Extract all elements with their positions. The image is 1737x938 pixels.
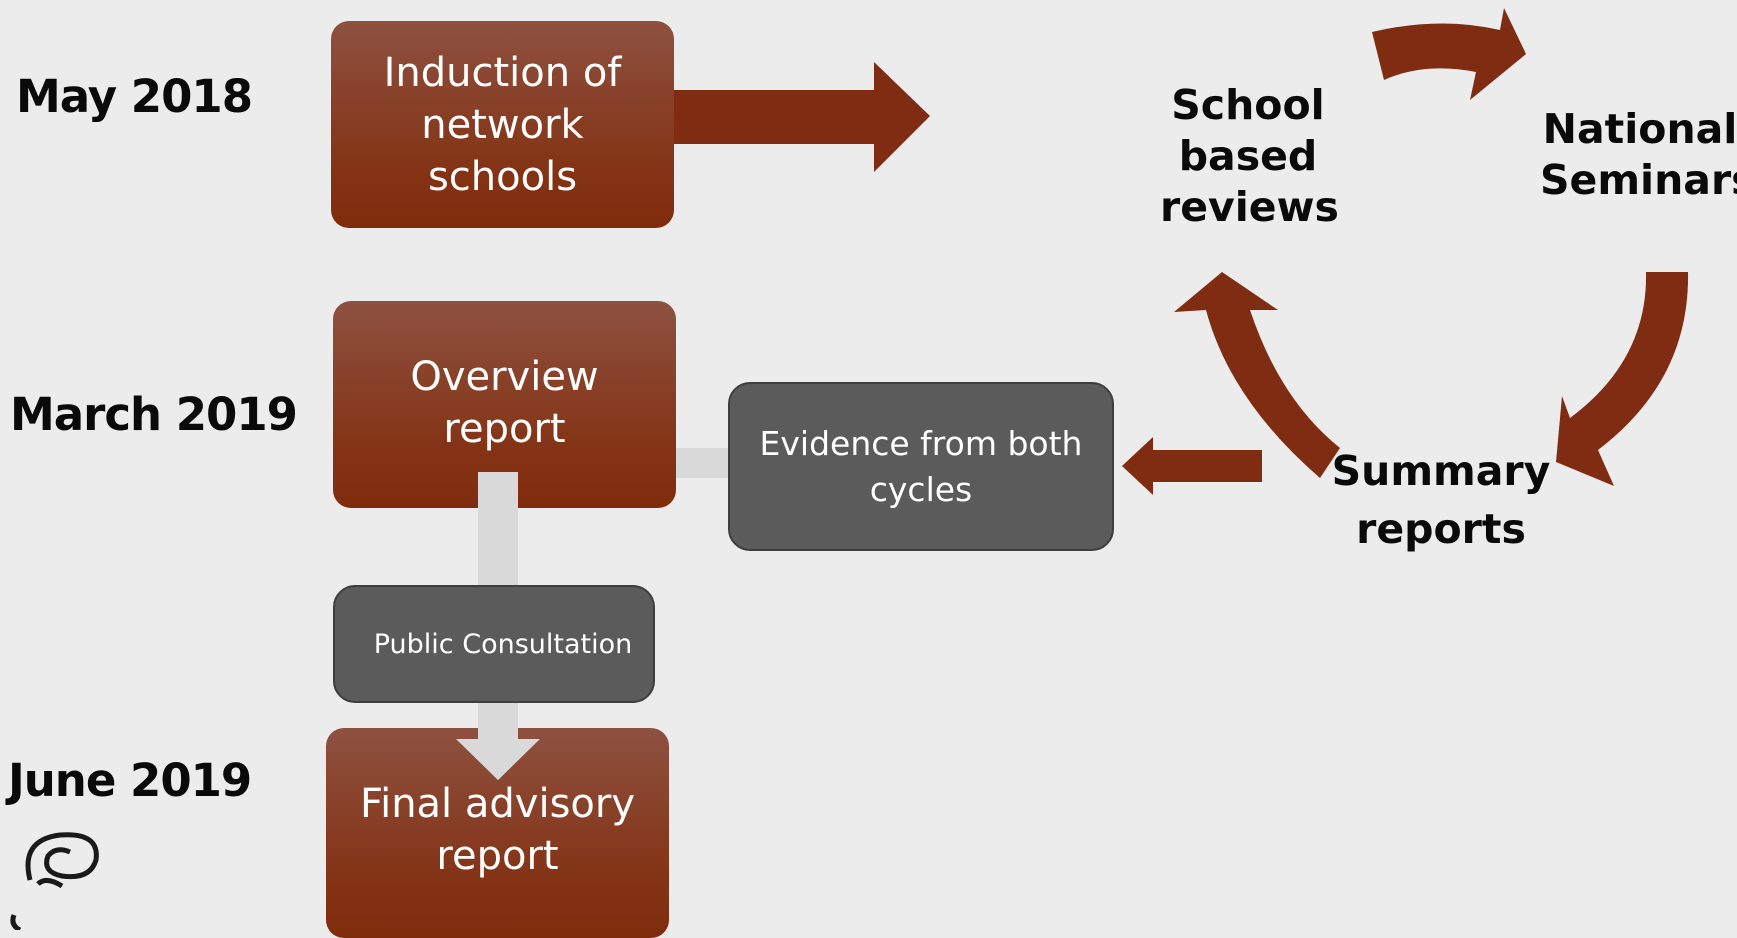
overview-report-box: Overview report xyxy=(333,301,676,508)
national-seminars-label: National Seminars xyxy=(1540,105,1737,204)
induction-label: Induction of network schools xyxy=(383,49,622,200)
final-advisory-report-box: Final advisory report xyxy=(326,728,669,938)
final-advisory-report-label: Final advisory report xyxy=(359,781,636,879)
date-june-2019: June 2019 xyxy=(8,754,252,807)
evidence-box: Evidence from both cycles xyxy=(728,382,1114,551)
evidence-label: Evidence from both cycles xyxy=(759,423,1083,509)
date-may-2018: May 2018 xyxy=(16,70,253,123)
induction-right-arrow xyxy=(672,62,930,172)
summary-reports-label: Summary reports xyxy=(1331,447,1551,553)
public-consultation-box: Public Consultation xyxy=(333,585,655,703)
summary-left-arrow xyxy=(1122,437,1262,495)
induction-box: Induction of network schools xyxy=(331,21,674,228)
cycle-arrow-left xyxy=(1174,272,1340,478)
spiral-logo-icon xyxy=(10,832,99,930)
cycle-arrow-right xyxy=(1556,272,1689,486)
overview-report-label: Overview report xyxy=(410,354,599,452)
school-based-reviews-label: School based reviews xyxy=(1160,81,1339,231)
public-consultation-label: Public Consultation xyxy=(373,628,633,660)
cycle-arrow-top xyxy=(1372,8,1526,100)
date-march-2019: March 2019 xyxy=(10,388,298,441)
